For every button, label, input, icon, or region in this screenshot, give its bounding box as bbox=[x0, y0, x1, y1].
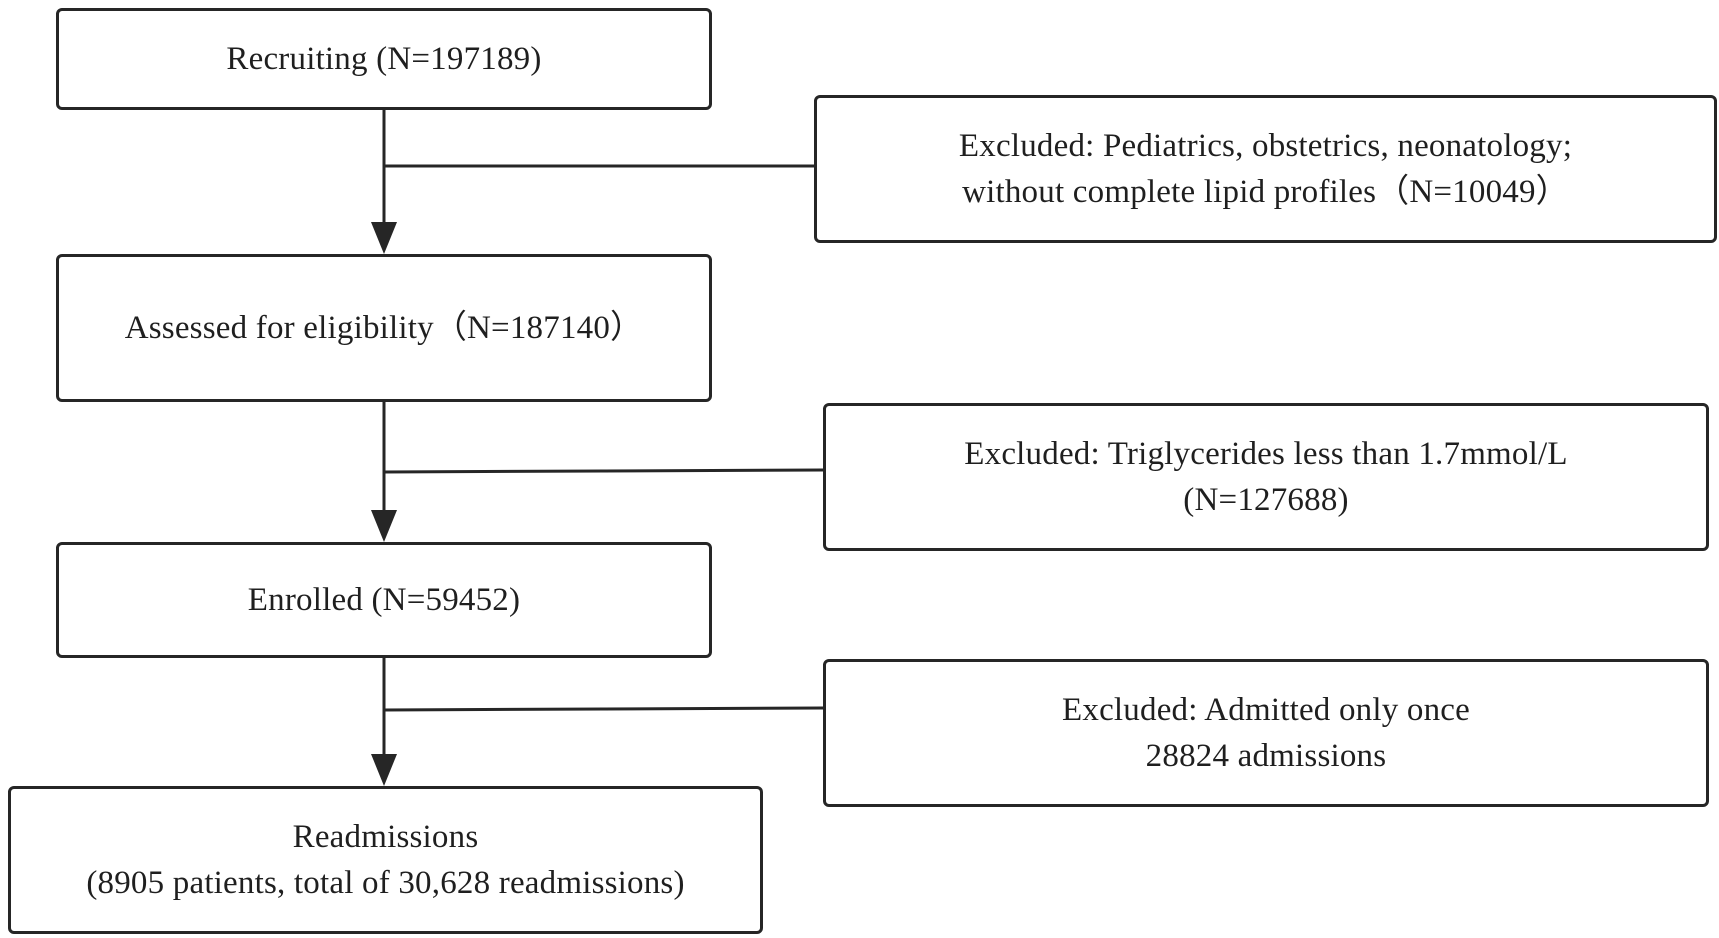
arrowhead-to-enrolled bbox=[371, 510, 397, 542]
readmissions-box: Readmissions (8905 patients, total of 30… bbox=[8, 786, 763, 934]
exclusion-box-3: Excluded: Admitted only once 28824 admis… bbox=[823, 659, 1709, 807]
exclusion-2-line-1: Excluded: Triglycerides less than 1.7mmo… bbox=[964, 436, 1568, 472]
assessed-box: Assessed for eligibility（N=187140） bbox=[56, 254, 712, 402]
exclusion-box-1: Excluded: Pediatrics, obstetrics, neonat… bbox=[814, 95, 1717, 243]
enrolled-label: Enrolled (N=59452) bbox=[247, 582, 521, 618]
branch-line-exclusion-3 bbox=[383, 706, 824, 712]
arrowhead-to-readmissions bbox=[371, 754, 397, 786]
exclusion-2-line-2: (N=127688) bbox=[1183, 482, 1349, 518]
assessed-label: Assessed for eligibility（N=187140） bbox=[124, 310, 644, 346]
exclusion-1-line-1: Excluded: Pediatrics, obstetrics, neonat… bbox=[958, 128, 1573, 164]
recruiting-label: Recruiting (N=197189) bbox=[226, 41, 542, 77]
exclusion-3-line-2: 28824 admissions bbox=[1145, 738, 1387, 774]
arrowhead-to-assessed bbox=[371, 222, 397, 254]
readmissions-detail: (8905 patients, total of 30,628 readmiss… bbox=[86, 865, 685, 901]
recruiting-box: Recruiting (N=197189) bbox=[56, 8, 712, 110]
exclusion-3-line-1: Excluded: Admitted only once bbox=[1062, 692, 1470, 728]
exclusion-1-line-2: without complete lipid profiles（N=10049） bbox=[962, 174, 1569, 210]
exclusion-box-2: Excluded: Triglycerides less than 1.7mmo… bbox=[823, 403, 1709, 551]
readmissions-title: Readmissions bbox=[292, 819, 479, 855]
branch-line-exclusion-2 bbox=[383, 468, 824, 474]
enrolled-box: Enrolled (N=59452) bbox=[56, 542, 712, 658]
